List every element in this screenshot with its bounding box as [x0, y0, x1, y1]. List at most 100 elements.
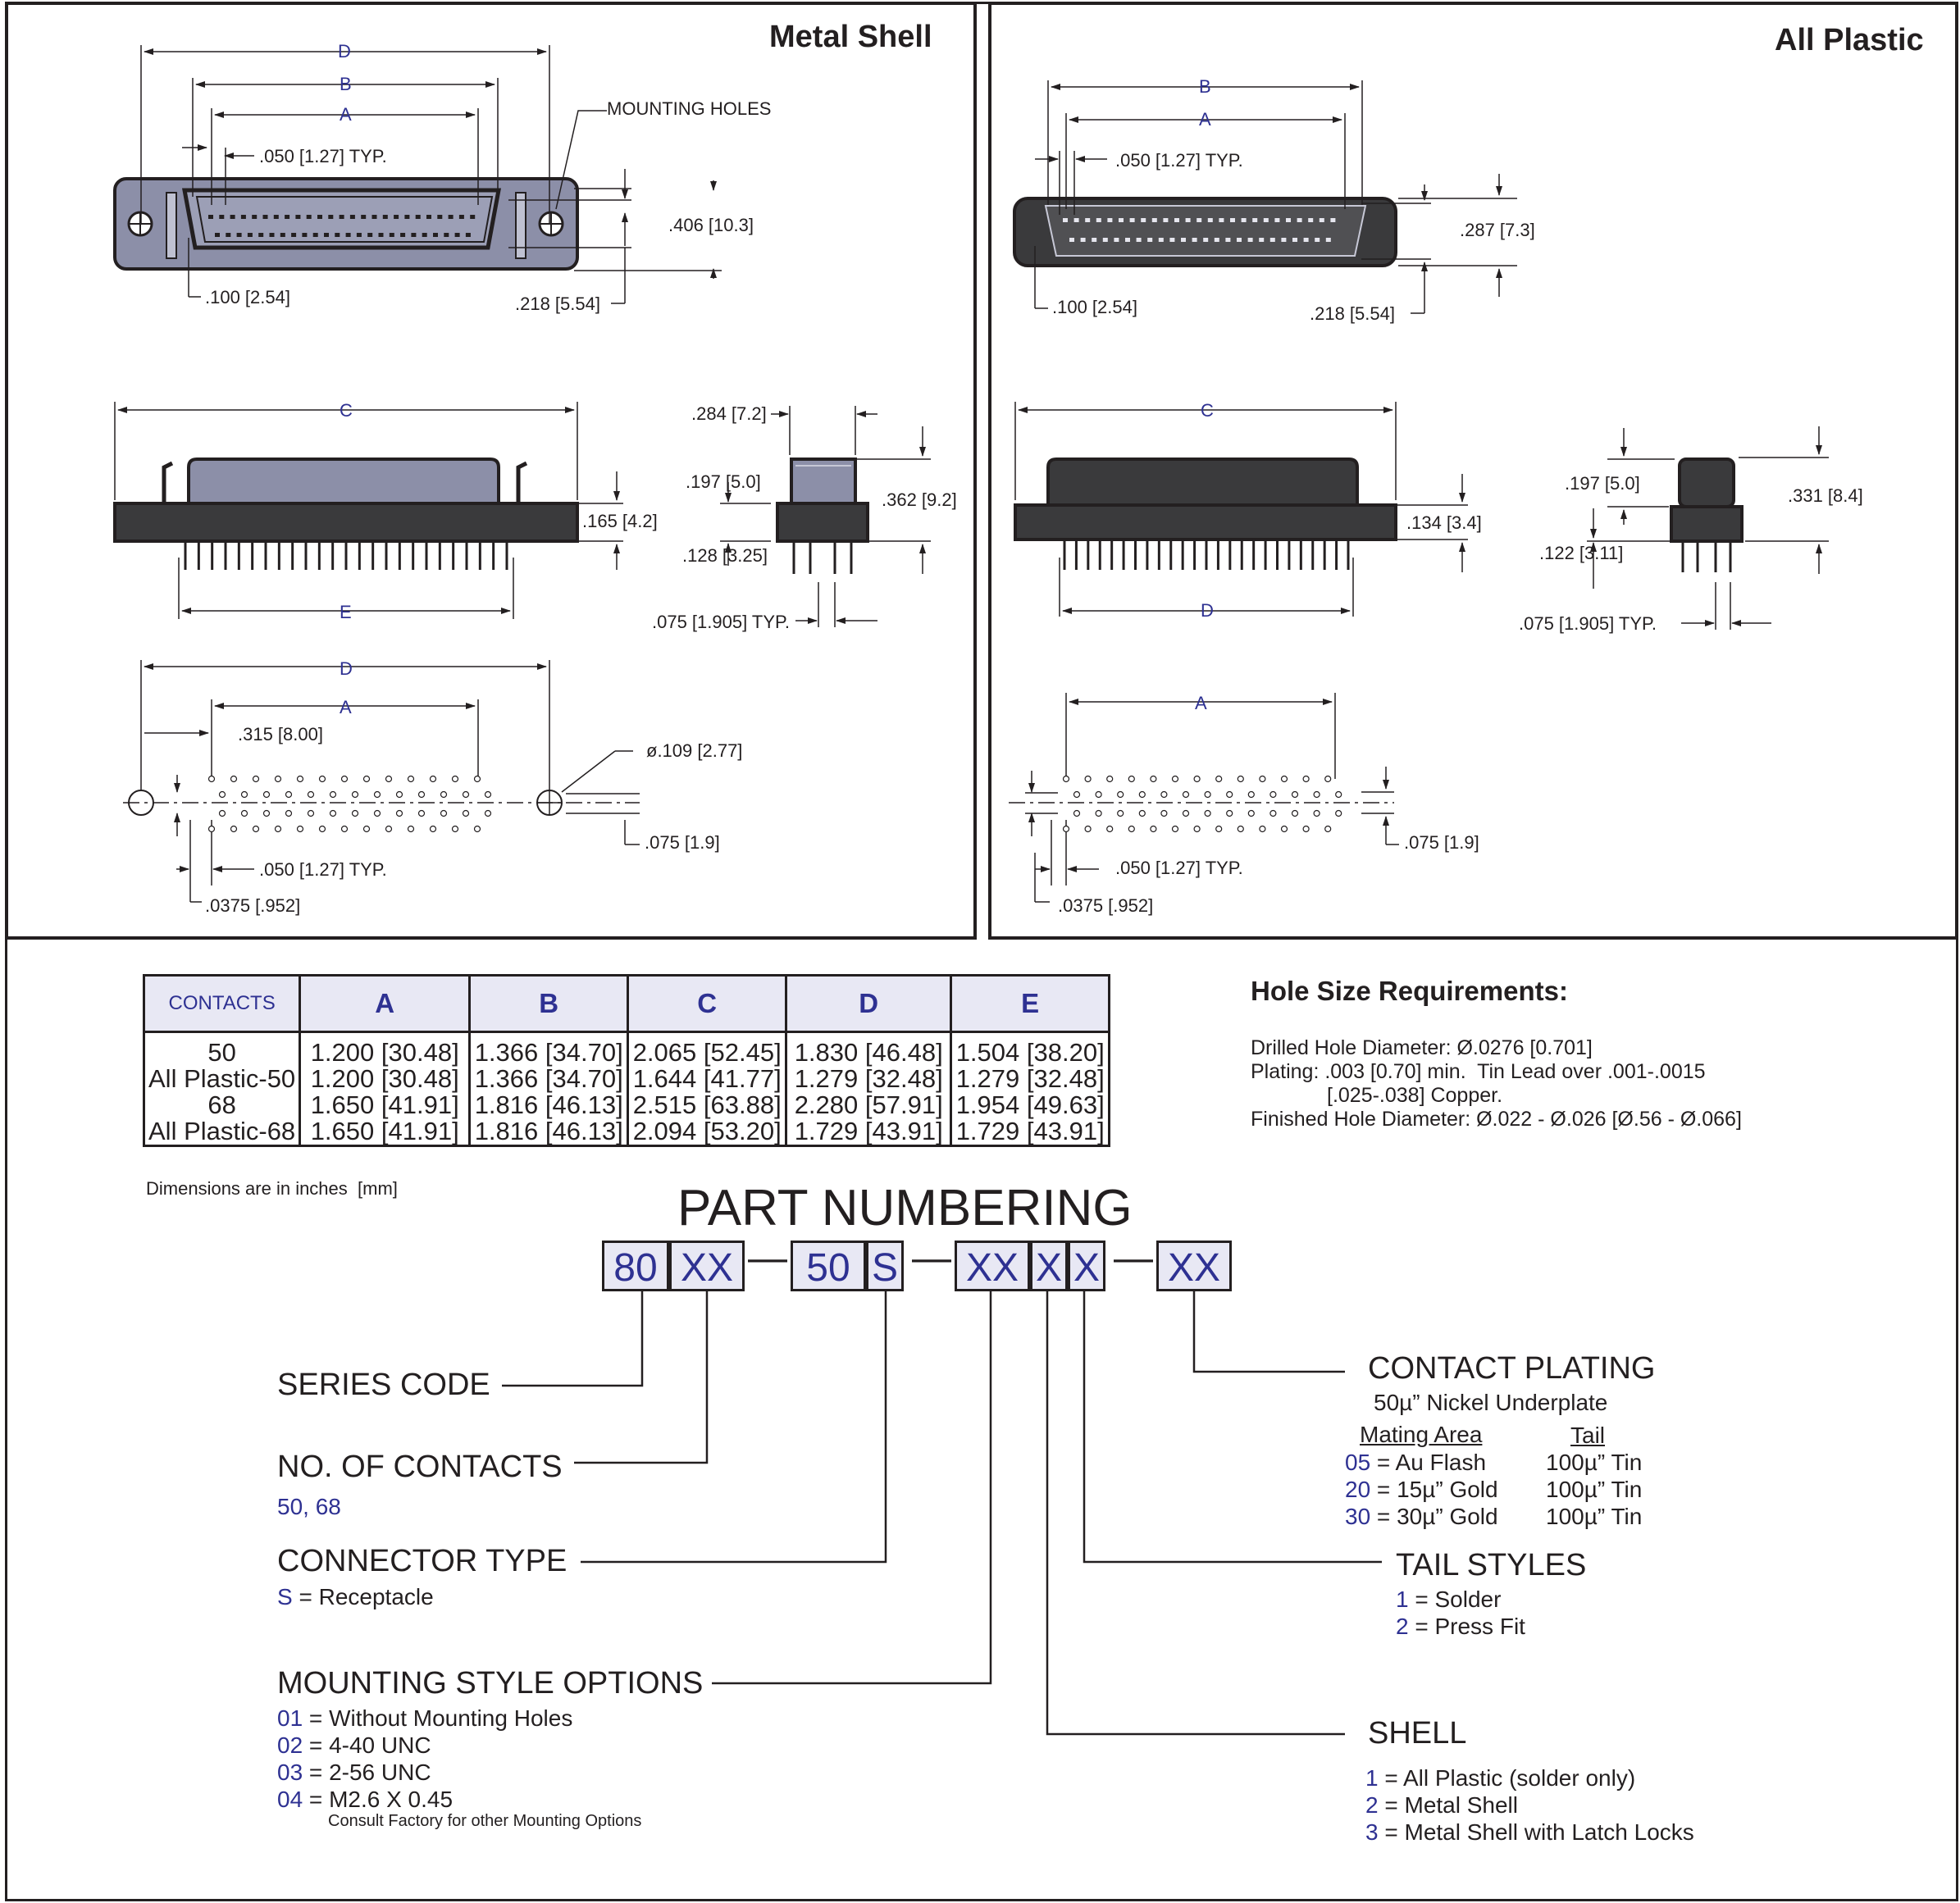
pcb-hole	[362, 775, 371, 783]
table-cell: 1.816 [46.13]	[468, 1118, 630, 1147]
pcb-hole	[1062, 825, 1070, 833]
table-cell: 68	[142, 1092, 302, 1118]
contact-dot	[1247, 238, 1253, 242]
plastic-side-base	[1014, 503, 1397, 541]
contact-dot	[1085, 218, 1091, 222]
pn-box-contacts: XX	[669, 1241, 745, 1291]
plating-tail: 100µ” Tin	[1546, 1450, 1643, 1475]
contact-dot	[312, 233, 318, 237]
pcb-hole	[1259, 775, 1266, 783]
w-284-label: .284 [7.2]	[691, 403, 767, 424]
pcb-hole	[1335, 790, 1342, 799]
h-128-label: .128 [3.25]	[682, 545, 768, 566]
table-cell: 1.650 [41.91]	[299, 1118, 472, 1147]
contact-dot	[1214, 238, 1219, 242]
shell-option: 1 = All Plastic (solder only)	[1365, 1765, 1635, 1791]
option-code: 2	[1365, 1792, 1379, 1818]
contact-dot	[269, 233, 275, 237]
contact-dot	[382, 215, 388, 219]
contact-dot	[1197, 218, 1202, 222]
contact-dot	[1237, 238, 1242, 242]
contact-dot	[1119, 218, 1124, 222]
contact-dot	[389, 233, 394, 237]
plastic-end-base	[1670, 505, 1743, 543]
table-cell: 2.515 [63.88]	[627, 1092, 788, 1118]
table-cell: 2.280 [57.91]	[785, 1092, 953, 1118]
tail-option: 1 = Solder	[1396, 1587, 1501, 1613]
table-cell: All Plastic-68	[142, 1118, 302, 1147]
h-197-label: .197 [5.0]	[686, 471, 761, 492]
contact-dot	[448, 215, 454, 219]
pcb-hole	[1095, 790, 1102, 799]
pcb-hole	[1280, 825, 1288, 833]
contact-dot	[411, 233, 417, 237]
metal-shell-panel	[5, 2, 977, 940]
contact-dot	[1286, 218, 1291, 222]
pcb-hole	[1204, 790, 1211, 799]
pcb-hole	[1150, 775, 1157, 783]
contact-dot	[317, 215, 322, 219]
pn-dash-1: —	[748, 1236, 787, 1280]
contact-dot	[1136, 238, 1142, 242]
table-cell: 1.816 [46.13]	[468, 1092, 630, 1118]
contact-dot	[1063, 218, 1068, 222]
connector-type-title: CONNECTOR TYPE	[277, 1544, 567, 1578]
ap-h-331-label: .331 [8.4]	[1788, 485, 1863, 506]
contacts-values: 50, 68	[277, 1494, 341, 1519]
plating-tail: 100µ” Tin	[1546, 1477, 1643, 1502]
pcb-hole	[296, 775, 304, 783]
plastic-side-body	[1046, 458, 1359, 507]
pcb-hole	[451, 775, 459, 783]
pcb-050-label: .050 [1.27] TYP.	[259, 859, 387, 880]
contact-dot	[1147, 238, 1153, 242]
option-text: = Metal Shell with Latch Locks	[1378, 1819, 1694, 1845]
pcb-hole	[207, 825, 216, 833]
pn-box-type: S	[866, 1241, 904, 1291]
contact-dot	[1325, 238, 1331, 242]
table-cell: 2.065 [52.45]	[627, 1031, 788, 1066]
pcb-hole	[451, 825, 459, 833]
plating-option: 30 = 30µ” Gold	[1345, 1504, 1498, 1530]
contact-dot	[378, 233, 384, 237]
contact-dot	[367, 233, 373, 237]
contact-dot	[1151, 218, 1157, 222]
contact-dot	[426, 215, 431, 219]
dimensions-note: Dimensions are in inches [mm]	[146, 1178, 398, 1199]
dim-a-label: A	[340, 104, 352, 125]
option-code: S	[277, 1584, 293, 1609]
contact-dot	[1080, 238, 1086, 242]
outer-frame	[5, 2, 1958, 1901]
row-100-label: .100 [2.54]	[205, 287, 290, 307]
pcb-hole	[473, 775, 481, 783]
contact-dot	[345, 233, 351, 237]
contact-dot	[1169, 238, 1175, 242]
pcb-hole	[373, 790, 381, 799]
contact-dot	[1225, 238, 1231, 242]
pn-box-mounting: XX	[955, 1241, 1030, 1291]
pcb-hole	[207, 775, 216, 783]
table-cell: All Plastic-50	[142, 1066, 302, 1092]
contact-dot	[1163, 218, 1169, 222]
table-cell: 1.366 [34.70]	[468, 1066, 630, 1092]
pn-box-tail: X	[1068, 1241, 1105, 1291]
pcb-hole	[307, 790, 315, 799]
plating-option: 05 = Au Flash	[1345, 1450, 1486, 1476]
pcb-hole	[1128, 775, 1135, 783]
metal-shell-drawings	[113, 45, 931, 903]
pcb-hole	[1204, 809, 1211, 817]
contact-dot	[262, 215, 268, 219]
plastic-contacts	[1063, 218, 1336, 242]
contact-dot	[1219, 218, 1224, 222]
contact-dot	[280, 233, 285, 237]
pcb-hole	[329, 790, 337, 799]
pcb-hole	[1313, 809, 1320, 817]
pn-box-plating: XX	[1156, 1241, 1232, 1291]
contact-dot	[1141, 218, 1146, 222]
metal-shell-pcb-holes	[207, 775, 492, 833]
pcb-hole	[1302, 775, 1310, 783]
option-code: 20	[1345, 1477, 1371, 1502]
h-362-label: .362 [9.2]	[882, 489, 957, 510]
pcb-hole	[1073, 809, 1081, 817]
